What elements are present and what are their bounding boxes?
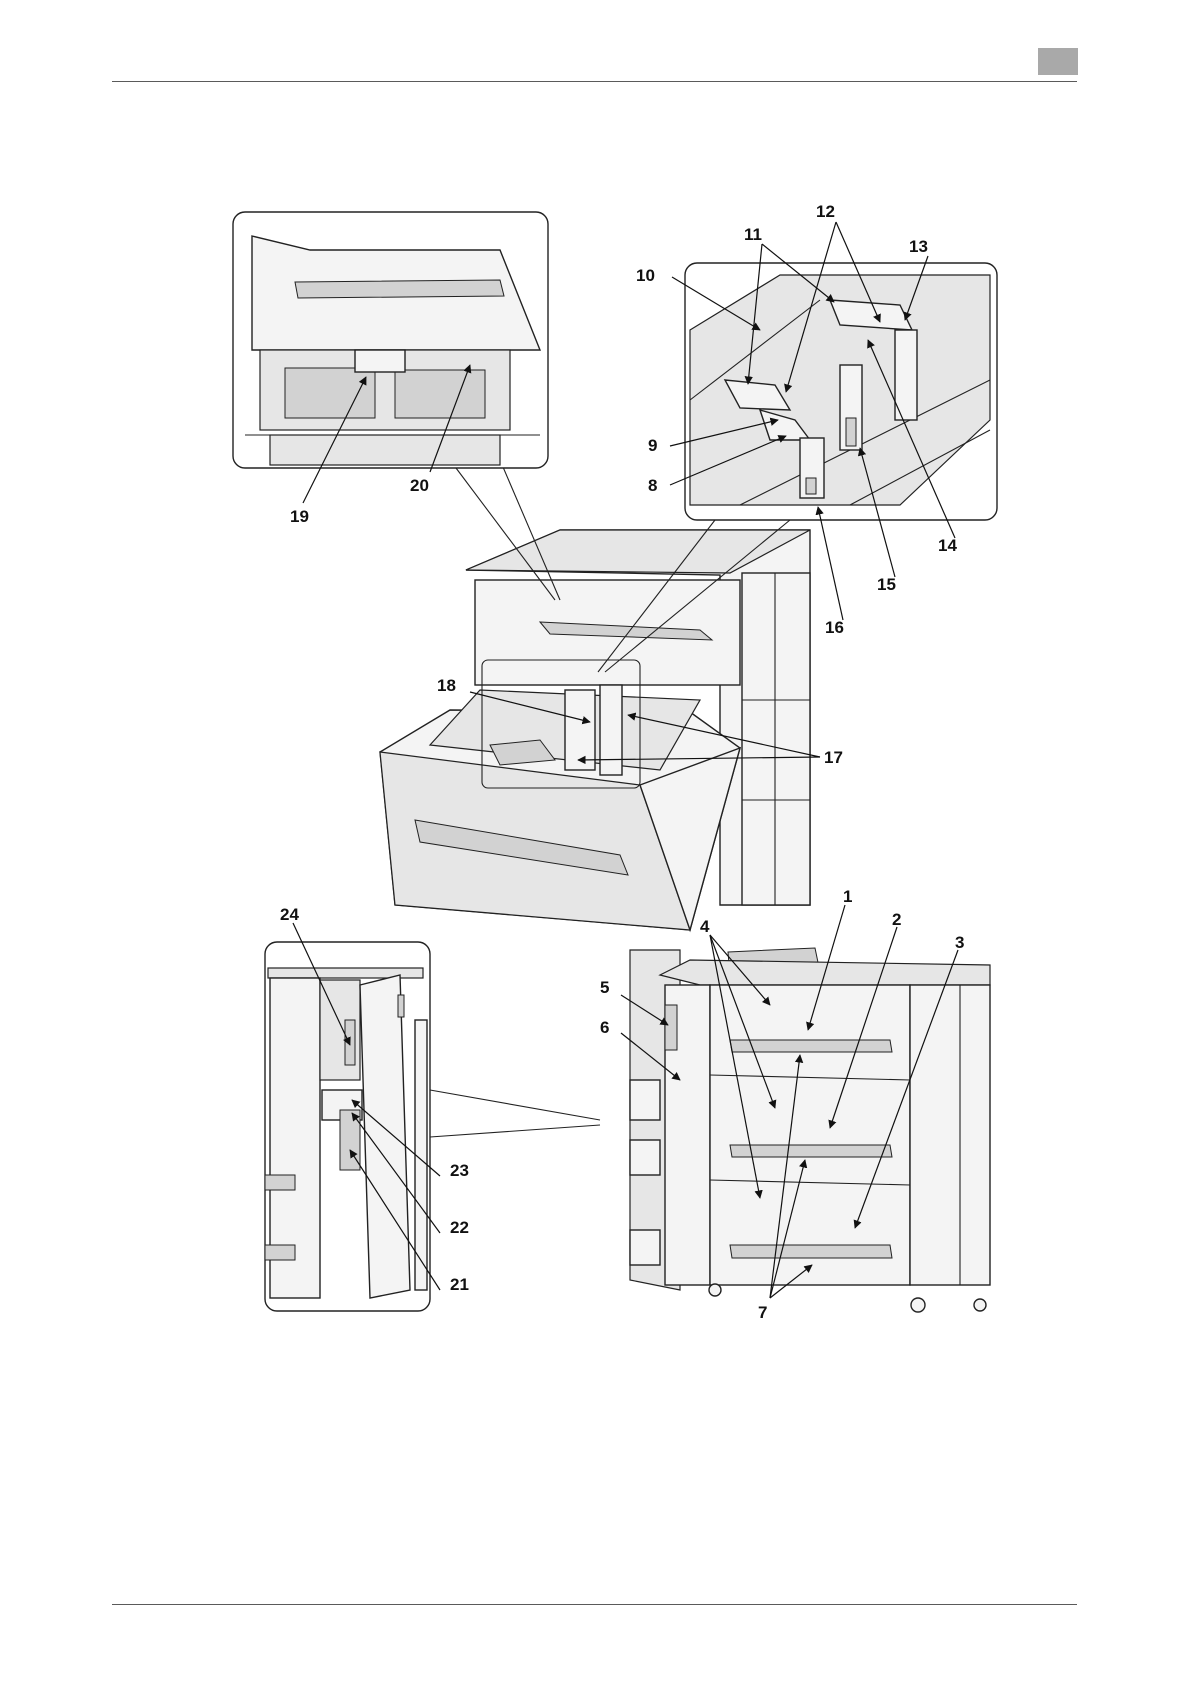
callout-3: 3 <box>955 933 964 952</box>
callout-13: 13 <box>909 237 928 256</box>
callout-20: 20 <box>410 476 429 495</box>
zoom-line-bottom <box>430 1090 600 1120</box>
callout-21: 21 <box>450 1275 469 1294</box>
callout-1: 1 <box>843 887 852 906</box>
zoom-line-left <box>500 460 560 600</box>
front-view-illustration <box>630 948 990 1312</box>
callout-10: 10 <box>636 266 655 285</box>
callout-19: 19 <box>290 507 309 526</box>
center-unit-illustration <box>380 530 810 930</box>
callout-15: 15 <box>877 575 896 594</box>
callout-24: 24 <box>280 905 299 924</box>
callout-9: 9 <box>648 436 657 455</box>
callout-7: 7 <box>758 1303 767 1322</box>
callout-5: 5 <box>600 978 609 997</box>
zoom-line-left <box>450 460 555 600</box>
callout-18: 18 <box>437 676 456 695</box>
callout-17: 17 <box>824 748 843 767</box>
callout-6: 6 <box>600 1018 609 1037</box>
callout-4: 4 <box>700 917 710 936</box>
callout-16: 16 <box>825 618 844 637</box>
callout-11: 11 <box>744 225 762 244</box>
callout-12: 12 <box>816 202 835 221</box>
inset-bottom-left <box>265 942 430 1311</box>
callout-2: 2 <box>892 910 901 929</box>
callout-8: 8 <box>648 476 657 495</box>
inset-top-right <box>685 263 997 520</box>
callout-14: 14 <box>938 536 957 555</box>
callout-22: 22 <box>450 1218 469 1237</box>
zoom-line-bottom <box>430 1125 600 1137</box>
inset-top-left <box>233 212 548 468</box>
callout-23: 23 <box>450 1161 469 1180</box>
